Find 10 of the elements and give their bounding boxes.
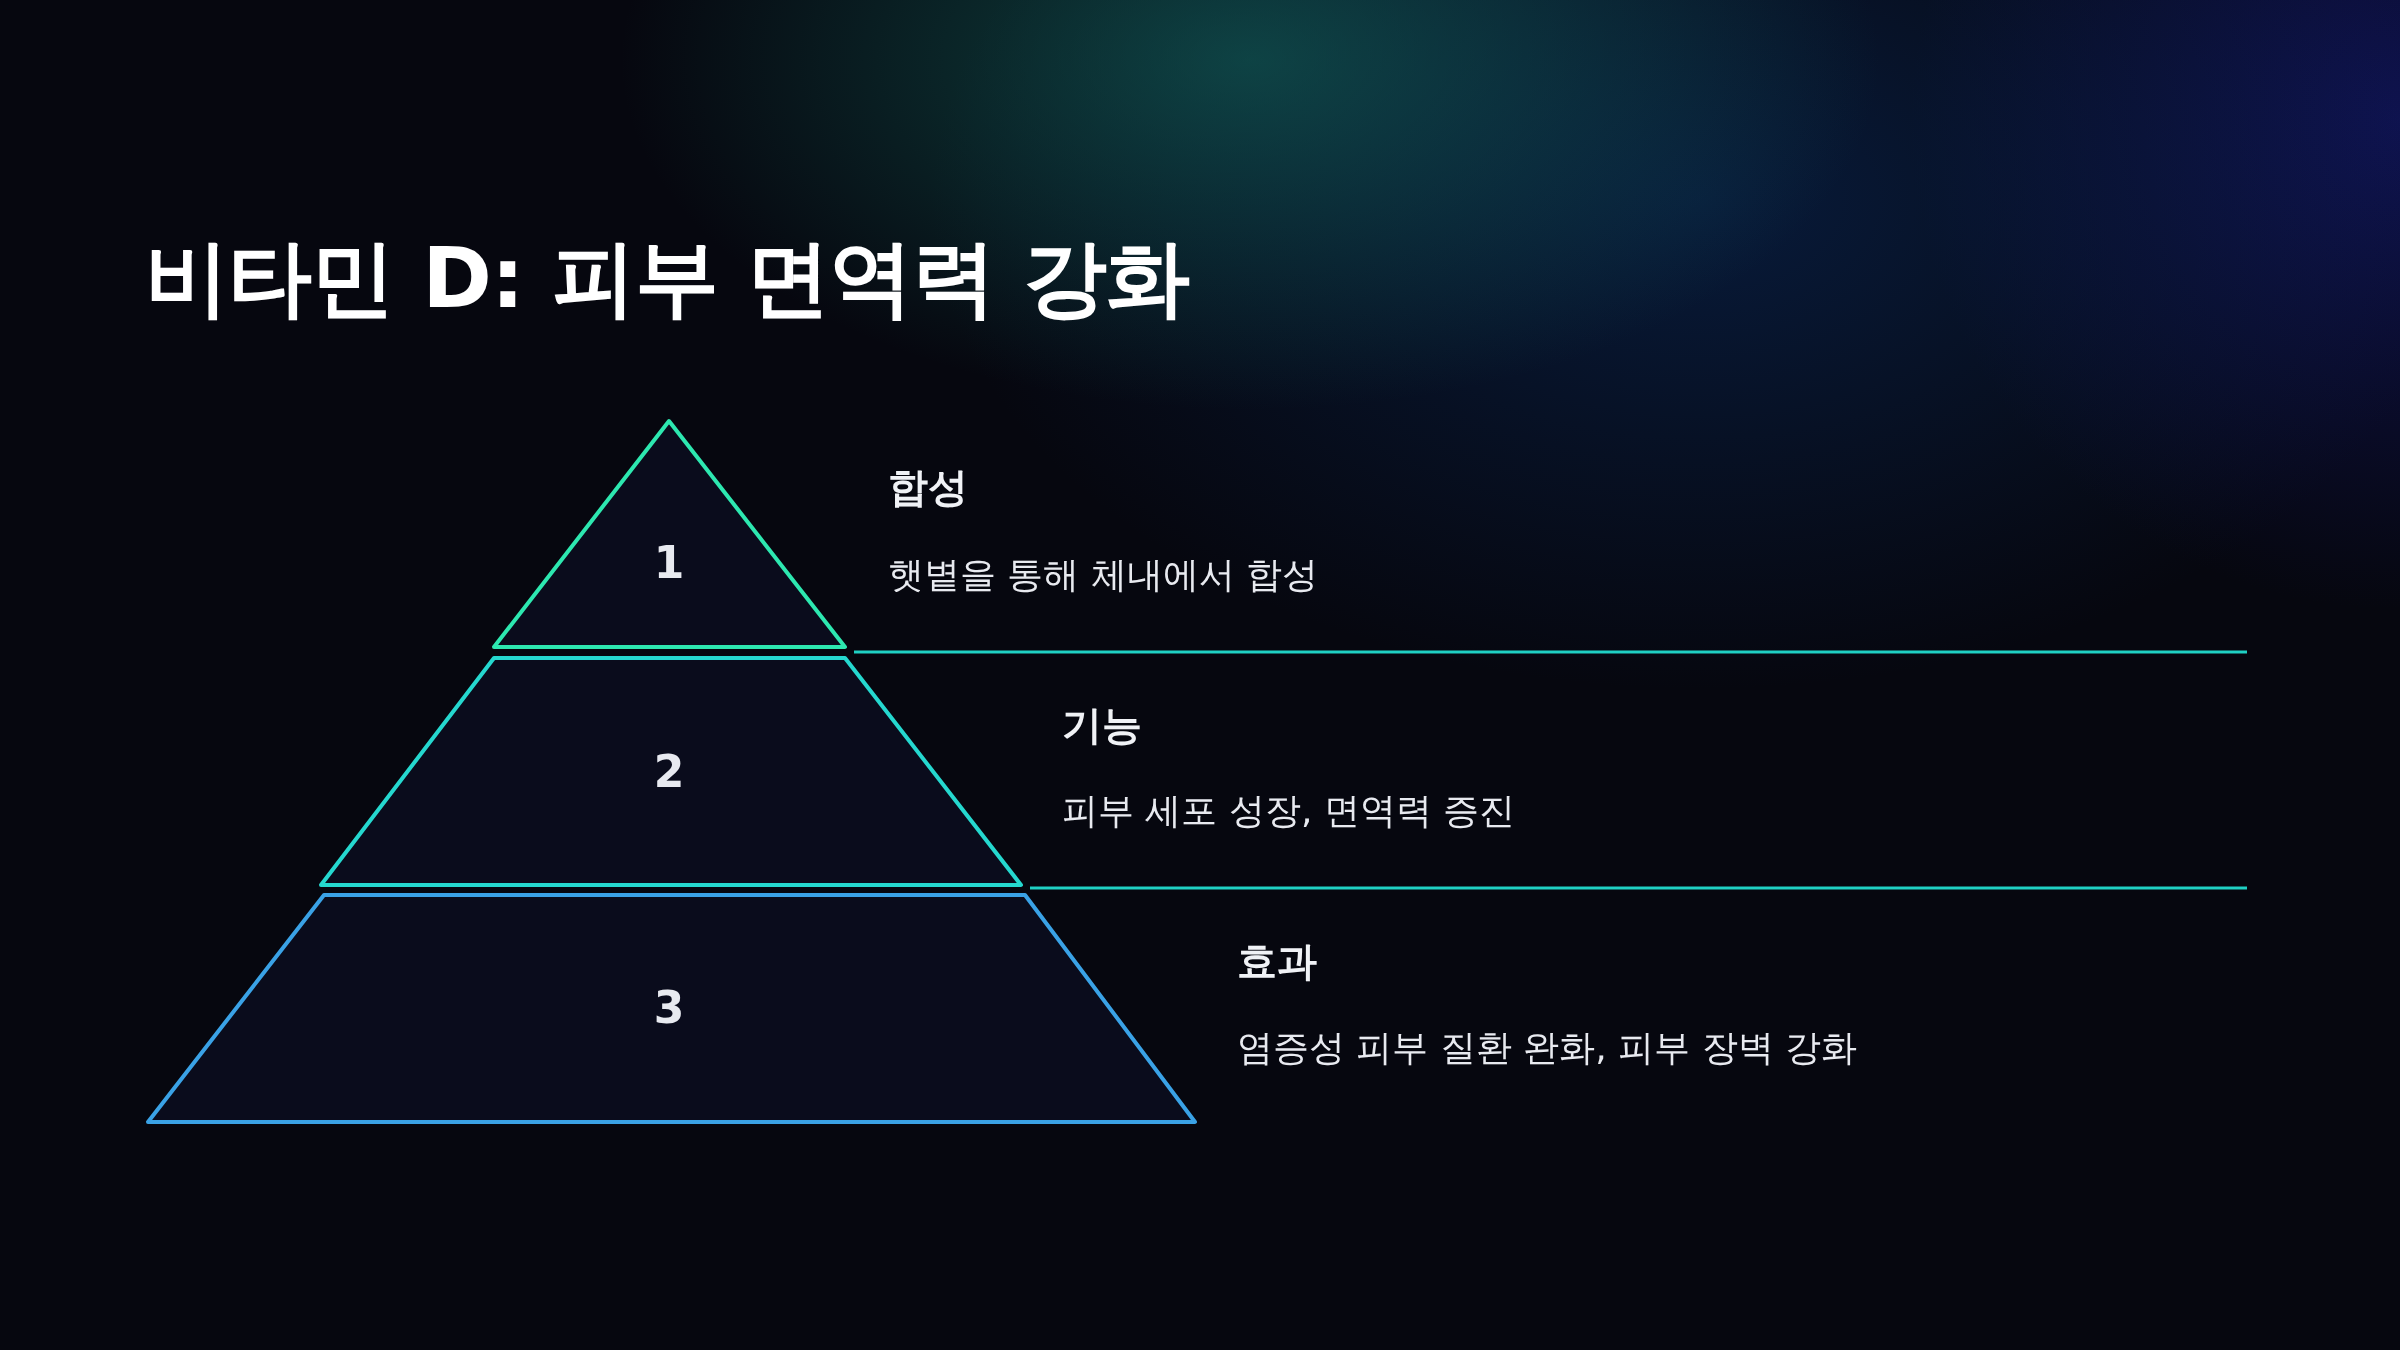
tier-description: 피부 세포 성장, 면역력 증진 <box>1062 788 1516 833</box>
tier-number: 2 <box>653 745 685 797</box>
tier-heading: 합성 <box>888 462 968 512</box>
tier-heading: 기능 <box>1062 700 1142 750</box>
title: 비타민 D: 피부 면역력 강화 <box>145 228 1190 329</box>
tier-description: 햇볕을 통해 체내에서 합성 <box>888 552 1319 597</box>
tier-number: 3 <box>653 981 685 1033</box>
tier-number: 1 <box>653 536 685 588</box>
tier-heading: 효과 <box>1237 936 1317 986</box>
tier-description: 염증성 피부 질환 완화, 피부 장벽 강화 <box>1237 1025 1858 1070</box>
